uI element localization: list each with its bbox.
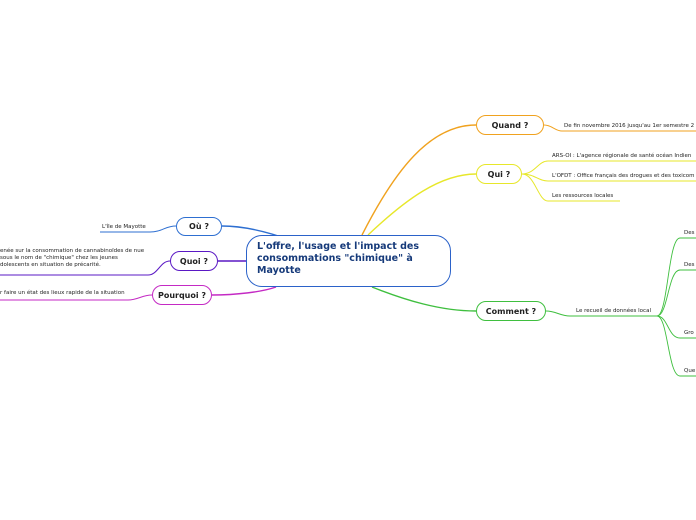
link-pourquoi	[211, 286, 277, 296]
qui-child-3[interactable]: Les ressources locales	[552, 193, 614, 199]
link-comment-gc-4	[656, 315, 696, 377]
link-quand-child	[543, 124, 696, 132]
link-comment	[371, 286, 477, 312]
link-pourquoi-child	[0, 294, 153, 301]
quoi-child-1[interactable]: enée sur la consommation de cannabinoïde…	[0, 248, 145, 268]
link-comment-child	[545, 310, 657, 317]
link-qui-child-3	[521, 173, 620, 202]
comment-grandchild-4[interactable]: Que	[684, 368, 696, 374]
link-quand	[361, 124, 477, 236]
node-pourquoi[interactable]: Pourquoi ?	[152, 285, 212, 305]
comment-child-1[interactable]: Le recueil de données local	[576, 308, 651, 314]
link-quoi-child	[0, 260, 171, 276]
node-quoi-label: Quoi ?	[179, 256, 209, 266]
pourquoi-child-1[interactable]: r faire un état des lieux rapide de la s…	[0, 290, 125, 296]
link-qui-child-1	[521, 160, 696, 175]
link-comment-gc-2	[656, 269, 696, 317]
link-ou-child	[100, 225, 177, 233]
link-qui-child-2	[521, 173, 696, 182]
qui-child-2[interactable]: L'OFDT : Office français des drogues et …	[552, 173, 695, 179]
central-topic-title: L'offre, l'usage et l'impact des consomm…	[257, 241, 419, 276]
node-pourquoi-label: Pourquoi ?	[157, 290, 207, 300]
node-ou[interactable]: Où ?	[176, 217, 222, 236]
node-quand[interactable]: Quand ?	[476, 115, 544, 135]
link-qui	[367, 173, 477, 236]
node-quand-label: Quand ?	[491, 120, 529, 130]
node-comment-label: Comment ?	[485, 306, 537, 316]
link-comment-gc-1	[656, 237, 696, 317]
comment-grandchild-2[interactable]: Des	[684, 262, 695, 268]
node-comment[interactable]: Comment ?	[476, 301, 546, 321]
quand-child-1[interactable]: De fin novembre 2016 jusqu'au 1er semest…	[564, 123, 695, 129]
ou-child-1[interactable]: L'île de Mayotte	[102, 224, 146, 230]
node-ou-label: Où ?	[189, 222, 209, 231]
central-topic[interactable]: L'offre, l'usage et l'impact des consomm…	[246, 235, 451, 287]
node-qui-label: Qui ?	[487, 169, 511, 179]
qui-child-1[interactable]: ARS-OI : L'agence régionale de santé océ…	[552, 153, 692, 159]
link-comment-gc-3	[656, 315, 696, 339]
node-quoi[interactable]: Quoi ?	[170, 251, 218, 271]
node-qui[interactable]: Qui ?	[476, 164, 522, 184]
comment-grandchild-3[interactable]: Gro	[684, 330, 694, 336]
comment-grandchild-1[interactable]: Des	[684, 230, 695, 236]
